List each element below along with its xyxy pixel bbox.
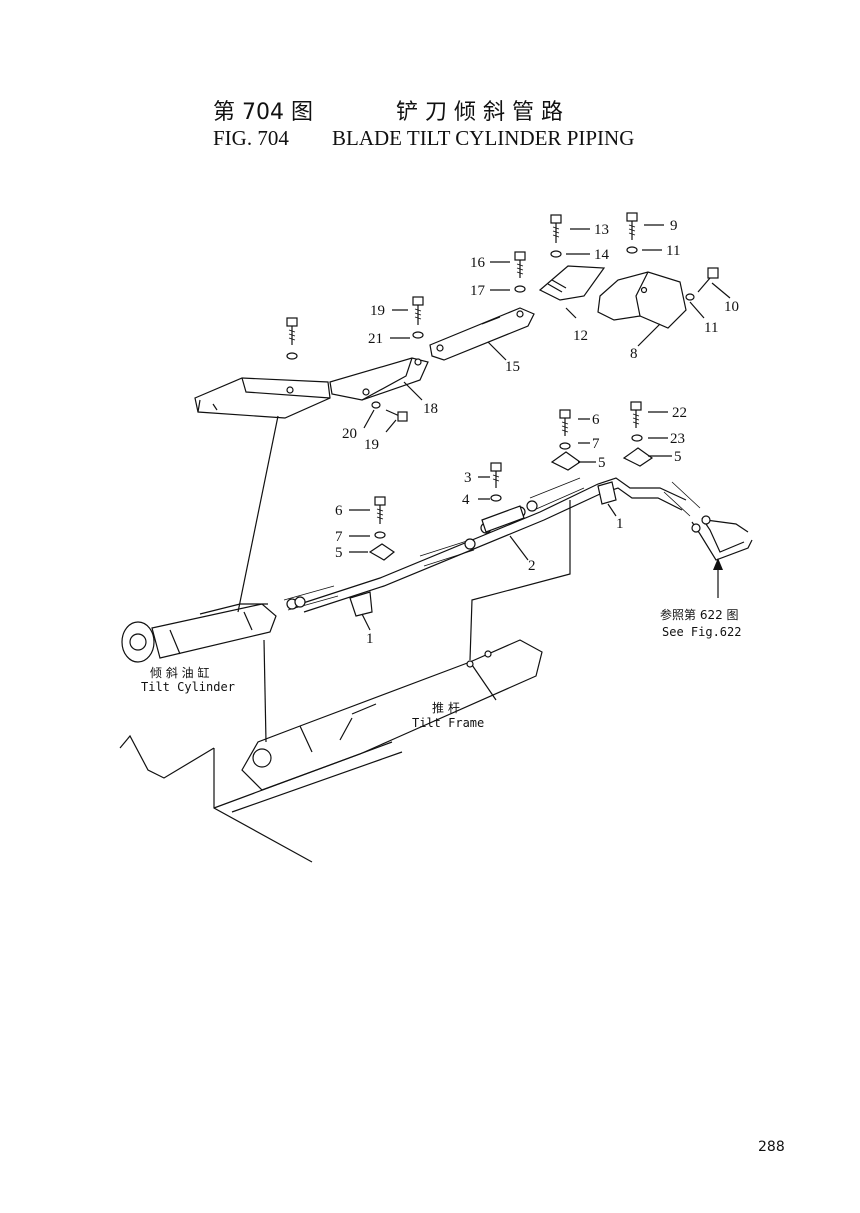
page-number: 288 <box>758 1139 785 1155</box>
callout-11-upper: 11 <box>666 243 680 259</box>
tilt-frame <box>119 639 543 863</box>
callout-13: 13 <box>594 222 609 238</box>
callout-19-upper: 19 <box>370 303 385 319</box>
callout-15: 15 <box>505 359 520 375</box>
bolt-19-lower <box>371 401 408 422</box>
callout-1-left: 1 <box>366 631 374 647</box>
callout-5-right: 5 <box>674 449 682 465</box>
callout-5-left: 5 <box>335 545 343 561</box>
bolt-16 <box>514 251 526 293</box>
labels: 倾 斜 油 缸 Tilt Cylinder 推 杆 Tilt Frame 参照第… <box>141 607 741 730</box>
bolt-10 <box>685 267 719 301</box>
bolt-9 <box>626 212 638 254</box>
bolt-3 <box>490 462 502 502</box>
title-en-row: FIG. 704 BLADE TILT CYLINDER PIPING <box>0 126 860 156</box>
callout-19-lower: 19 <box>364 437 379 453</box>
callout-16: 16 <box>470 255 486 271</box>
callout-7-left: 7 <box>335 529 343 545</box>
tilt-frame-label-en: Tilt Frame <box>412 716 484 730</box>
title-cn-row: 第 704 图 铲 刀 倾 斜 管 路 <box>0 94 860 125</box>
guard-plate-15 <box>429 307 535 361</box>
callout-12: 12 <box>573 328 588 344</box>
tilt-cylinder <box>121 603 277 663</box>
figure-title-cn: 铲 刀 倾 斜 管 路 <box>396 100 563 125</box>
callouts: 13 14 9 11 10 11 16 17 19 21 12 8 15 18 … <box>335 218 739 647</box>
clamp-right <box>622 401 654 467</box>
callout-1-right: 1 <box>616 516 624 532</box>
tilt-cylinder-label-cn: 倾 斜 油 缸 <box>150 665 209 680</box>
callout-21: 21 <box>368 331 383 347</box>
connection-pipes <box>691 515 753 561</box>
callout-17: 17 <box>470 283 486 299</box>
guard-plate-left <box>194 377 331 419</box>
callout-6-right: 6 <box>592 412 600 428</box>
guard-plate-12 <box>538 265 606 301</box>
figure-title-en: BLADE TILT CYLINDER PIPING <box>332 126 635 150</box>
callout-18: 18 <box>423 401 438 417</box>
callout-10: 10 <box>724 299 739 315</box>
clamp-middle <box>550 409 582 471</box>
callout-11-lower: 11 <box>704 320 718 336</box>
hoses-2 <box>283 477 701 611</box>
reference-arrow <box>713 558 723 598</box>
guard-plate-8 <box>597 271 687 329</box>
callout-20: 20 <box>342 426 357 442</box>
leader-lines <box>237 224 731 743</box>
bolt-plate-left <box>286 317 298 360</box>
bolt-19-upper <box>412 296 424 339</box>
callout-7-right: 7 <box>592 436 600 452</box>
tilt-cylinder-label-en: Tilt Cylinder <box>141 680 235 694</box>
figure-number-en: FIG. 704 <box>213 126 289 150</box>
callout-2: 2 <box>528 558 536 574</box>
callout-5-middle: 5 <box>598 455 606 471</box>
callout-23: 23 <box>670 431 685 447</box>
callout-3: 3 <box>464 470 472 486</box>
callout-14: 14 <box>594 247 610 263</box>
guard-plate-18 <box>329 357 429 401</box>
see-reference-label-en: See Fig.622 <box>662 625 741 639</box>
callout-4: 4 <box>462 492 470 508</box>
tilt-pipe-1 <box>299 477 687 617</box>
see-reference-label-cn: 参照第 622 图 <box>660 607 739 622</box>
clamp-left <box>368 496 396 561</box>
figure-number-cn: 第 704 图 <box>213 100 313 125</box>
callout-22: 22 <box>672 405 687 421</box>
bolt-13 <box>550 214 562 258</box>
callout-8: 8 <box>630 346 638 362</box>
tilt-frame-label-cn: 推 杆 <box>432 701 460 715</box>
callout-9: 9 <box>670 218 678 234</box>
callout-6-left: 6 <box>335 503 343 519</box>
